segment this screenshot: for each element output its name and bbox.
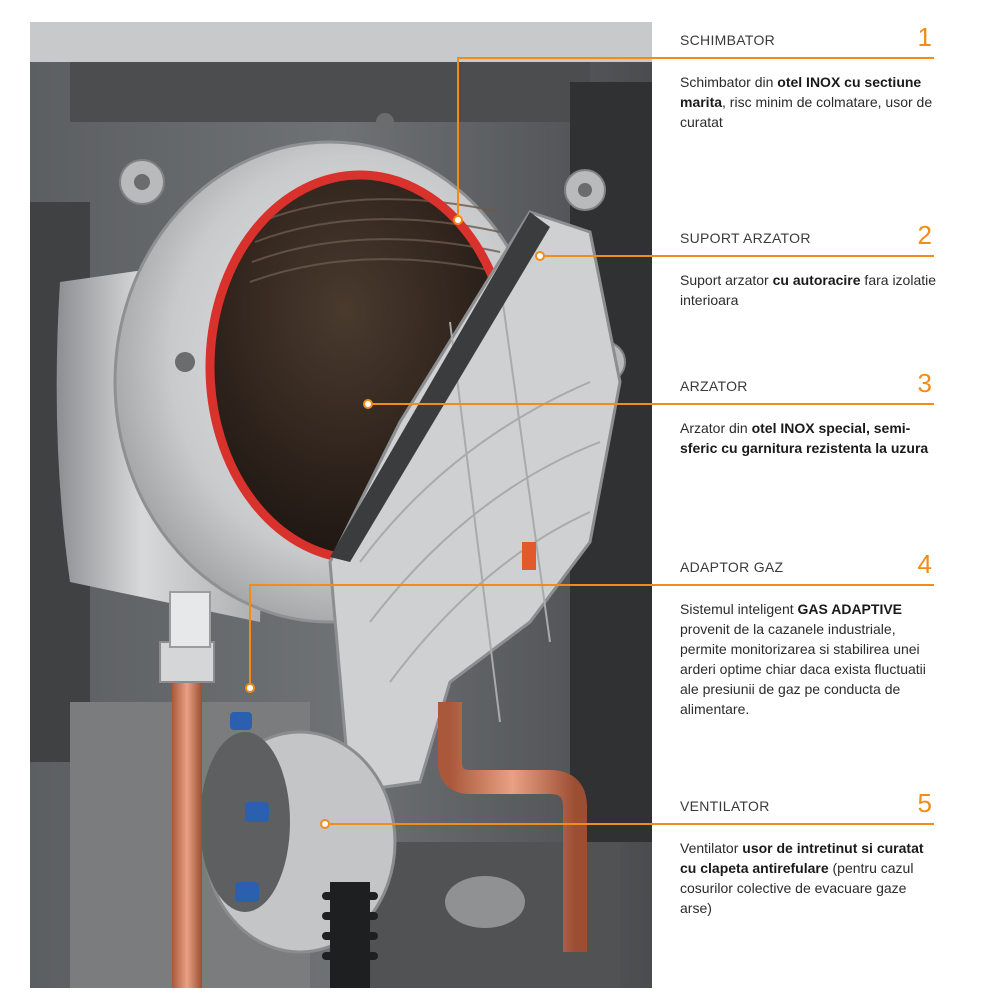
callout-description: Suport arzator cu autoracire fara izolat…	[680, 272, 937, 308]
leader-line-3	[652, 403, 934, 405]
callout-ventilator: VENTILATOR 5 Ventilator usor de intretin…	[680, 788, 950, 918]
callout-description: Arzator din otel INOX special, semi-sfer…	[680, 420, 929, 456]
callout-description: Sistemul inteligent GAS ADAPTIVE proveni…	[680, 601, 926, 717]
callout-description: Schimbator din otel INOX cu sectiune mar…	[680, 74, 933, 130]
callout-number: 1	[917, 22, 932, 52]
callout-schimbator: SCHIMBATOR 1 Schimbator din otel INOX cu…	[680, 22, 950, 132]
callout-title: SUPORT ARZATOR	[680, 230, 811, 246]
callout-description: Ventilator usor de intretinut si curatat…	[680, 840, 924, 916]
callout-arzator: ARZATOR 3 Arzator din otel INOX special,…	[680, 368, 950, 458]
leader-line-1	[652, 57, 934, 59]
callout-title: ARZATOR	[680, 378, 748, 394]
callout-title: VENTILATOR	[680, 798, 770, 814]
callout-adaptor-gaz: ADAPTOR GAZ 4 Sistemul inteligent GAS AD…	[680, 549, 950, 719]
leader-line-4	[652, 584, 934, 586]
callout-title: ADAPTOR GAZ	[680, 559, 784, 575]
boiler-cutaway-image	[30, 22, 652, 988]
callout-number: 5	[917, 788, 932, 818]
callout-number: 4	[917, 549, 932, 579]
callout-number: 2	[917, 220, 932, 250]
callout-title: SCHIMBATOR	[680, 32, 776, 48]
leader-line-2	[652, 255, 934, 257]
leader-line-5	[652, 823, 934, 825]
callout-suport-arzator: SUPORT ARZATOR 2 Suport arzator cu autor…	[680, 220, 950, 310]
callout-number: 3	[917, 368, 932, 398]
